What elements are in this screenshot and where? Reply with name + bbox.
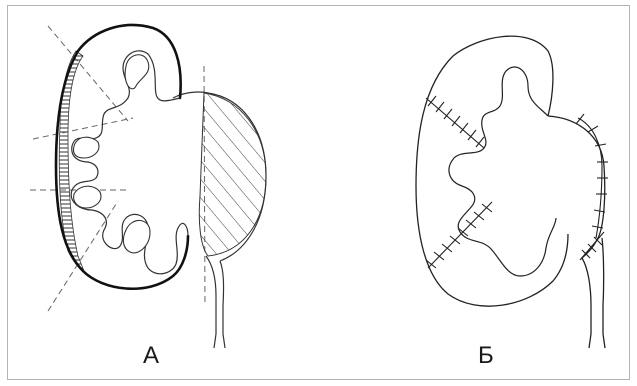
kidney-a — [30, 25, 266, 348]
ureter-a — [206, 256, 225, 348]
calyx-bottom-a — [123, 220, 150, 252]
calyx-mid-a — [73, 137, 98, 158]
panel-label-a: А — [143, 344, 159, 368]
kidney-b-sinus — [449, 67, 556, 276]
panel-label-b: Б — [478, 344, 494, 368]
hatched-region — [199, 93, 266, 256]
suture-lines — [426, 96, 608, 268]
kidney-b — [416, 36, 608, 348]
calyx-upper-a — [125, 55, 149, 89]
kidney-diagrams — [8, 6, 631, 381]
kidney-b-outline — [416, 36, 568, 306]
figure-frame: А Б — [7, 5, 630, 380]
calyx-lower-a — [74, 186, 101, 208]
